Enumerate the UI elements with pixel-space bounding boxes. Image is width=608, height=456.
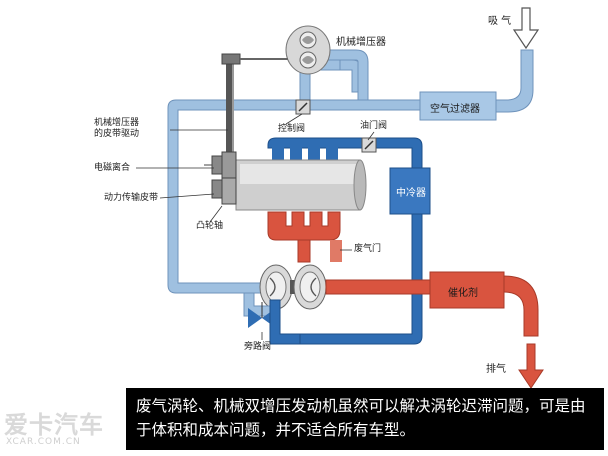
watermark-logo: 爱卡汽车 (4, 411, 104, 439)
tailpipe (503, 275, 539, 337)
supercharger-label: 机械增压器 (336, 37, 386, 48)
intercooler-box (389, 167, 431, 215)
supercharger-body (285, 25, 331, 75)
power-belt-label: 动力传输皮带 (104, 193, 159, 203)
supercharger-belt-drive-label-line2: 的皮带驱动 (94, 129, 140, 139)
leader-lines (136, 113, 375, 340)
intake-arrow (512, 7, 540, 50)
catalyst-box (429, 271, 505, 309)
exhaust-downpipe (297, 239, 311, 263)
catalyst-label: 催化剂 (448, 288, 478, 299)
bypass-valve-label: 旁路阀 (244, 342, 272, 352)
watermark-site: XCAR.COM.CN (6, 437, 81, 447)
belt-top-pulley (221, 53, 241, 65)
charge-air-pipe (267, 137, 423, 345)
wastegate-label: 废气门 (354, 244, 382, 254)
electromagnetic-clutch-label: 电磁离合 (94, 163, 131, 173)
exhaust-pipe (325, 279, 431, 295)
air-filter-box (419, 91, 497, 121)
camshaft-label: 凸轮轴 (196, 221, 224, 231)
watermark: 爱卡汽车 XCAR.COM.CN (4, 405, 122, 453)
turbocharger (259, 264, 327, 310)
engine-block (235, 159, 367, 211)
throttle-valve-label: 油门阀 (360, 121, 388, 131)
intercooler-label: 中冷器 (396, 188, 426, 199)
clutch-pulleys (204, 151, 237, 205)
caption-box: 废气涡轮、机械双增压发动机虽然可以解决涡轮迟滞问题，可是由于体积和成本问题，并不… (126, 388, 604, 450)
air-filter-label: 空气过滤器 (430, 104, 480, 115)
turbo-outlet-pipe (269, 299, 301, 345)
control-valve-label: 控制阀 (278, 124, 306, 134)
intake-label: 吸 气 (488, 16, 512, 27)
wastegate-pipe (330, 240, 342, 262)
supercharger-belt-drive-label-line1: 机械增压器 (94, 118, 140, 128)
exhaust-arrow (518, 343, 544, 389)
exhaust-manifold (267, 211, 341, 241)
supercharger-belt (226, 58, 232, 178)
exhaust-label: 排气 (486, 364, 506, 375)
intake-pipe (493, 49, 534, 113)
